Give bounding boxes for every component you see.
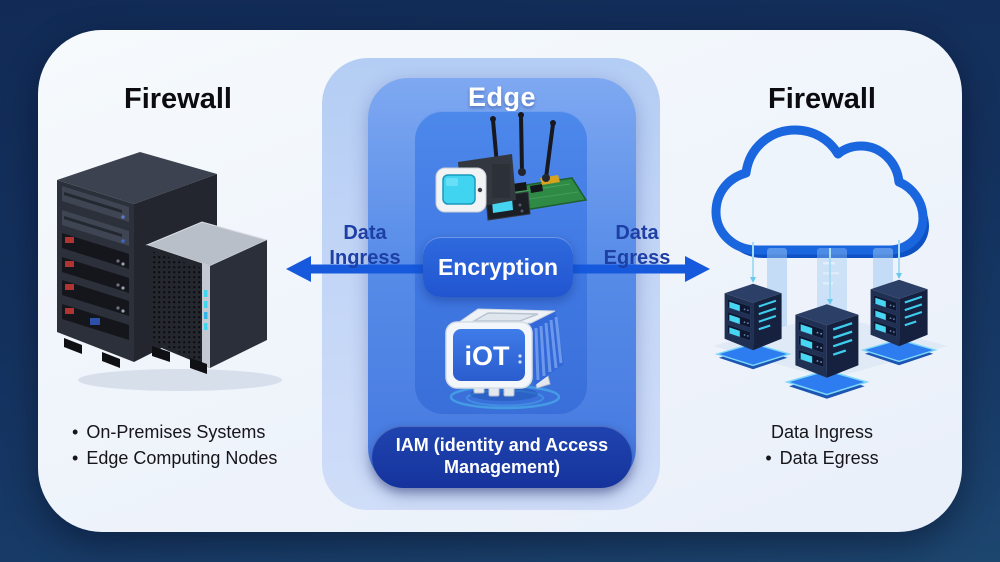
- bullet-dot: •: [72, 422, 79, 442]
- data-ingress-label: Data Ingress: [329, 222, 401, 269]
- iam-label: IAM (identity and Access Management): [395, 435, 609, 477]
- cloud-icon: [711, 125, 929, 258]
- list-item-label: On-Premises Systems: [86, 422, 266, 442]
- list-item-label: Edge Computing Nodes: [86, 448, 278, 468]
- cloud-data-list: Data Ingress • Data Egress: [722, 419, 922, 471]
- bullet-dot: •: [72, 448, 79, 468]
- data-ingress-arrow: [286, 256, 425, 282]
- encryption-label: Encryption: [437, 253, 559, 280]
- cube-vents: [534, 316, 563, 381]
- edge-title: Edge: [467, 82, 536, 112]
- firewall-title-left: Firewall: [124, 83, 232, 115]
- iot-gateway-icon: [435, 112, 588, 221]
- iam-badge: IAM (identity and Access Management): [372, 426, 632, 488]
- short-nas-tower: [145, 221, 269, 374]
- bullet-dot: •: [765, 448, 772, 468]
- server-antennas: [752, 240, 900, 302]
- list-item: • On-Premises Systems: [72, 419, 277, 445]
- data-egress-label: Data Egress: [603, 222, 671, 269]
- on-premises-list: • On-Premises Systems • Edge Computing Nod…: [72, 419, 277, 471]
- list-item: Data Ingress: [722, 419, 922, 445]
- server-towers-icon: [57, 152, 282, 391]
- iot-cube-label: iOT: [465, 341, 511, 371]
- list-item-label: Data Ingress: [770, 422, 874, 442]
- encryption-badge: Encryption: [423, 237, 573, 297]
- firewall-title-right: Firewall: [768, 83, 876, 115]
- list-item: • Data Egress: [722, 445, 922, 471]
- data-egress-arrow: [571, 256, 710, 282]
- iot-cube-icon: iOT: [445, 308, 564, 410]
- cloud-servers-icon: [711, 125, 947, 400]
- list-item-label: Data Egress: [779, 448, 879, 468]
- list-item: • Edge Computing Nodes: [72, 445, 277, 471]
